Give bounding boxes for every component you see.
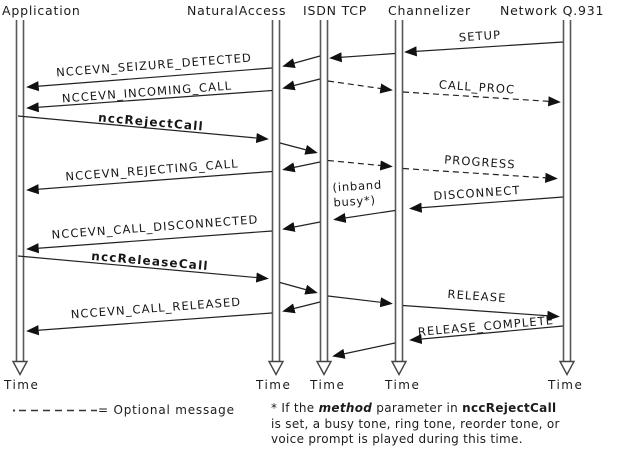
arrow-incoming-relay (282, 78, 321, 91)
arrow-disconnect-relay (333, 209, 396, 223)
arrow-ncc-release-call (17, 255, 269, 283)
participant-isdn-tcp: ISDN TCP (303, 3, 368, 18)
arrow-release-complete (409, 325, 564, 345)
arrow-release-relay2 (327, 295, 393, 308)
time-arrowheads (11, 360, 576, 376)
time-label-isdn-tcp: Time (310, 378, 346, 392)
arrow-rejecting-call (26, 170, 273, 195)
legend-dot-icon (12, 409, 16, 412)
footnote-ncc-reject-call: nccRejectCall (462, 401, 557, 415)
participant-channelizer: Channelizer (388, 3, 471, 18)
arrow-release (402, 304, 560, 321)
time-label-application: Time (4, 378, 40, 392)
arrow-release-relay (279, 281, 318, 295)
arrow-call-released (26, 312, 273, 336)
legend-optional-message: = Optional message (98, 403, 235, 417)
footnote-text: parameter in (372, 401, 463, 415)
arrow-setup (404, 41, 564, 57)
time-arrowhead-icon (11, 360, 29, 376)
arrow-call-disconnected (26, 230, 273, 254)
message-arrows (17, 41, 564, 359)
footnote-line2: is set, a busy tone, ring tone, reorder … (271, 416, 560, 431)
arrow-call-proc (402, 91, 561, 107)
arrow-released-relay (282, 301, 321, 314)
time-arrowhead-icon (267, 360, 285, 376)
arrow-progress-relay (327, 159, 393, 171)
time-arrowhead-icon (315, 360, 333, 376)
inband-busy-note-line2: busy*) (333, 192, 377, 210)
footnote: * If the method parameter in nccRejectCa… (271, 401, 621, 448)
participant-network-q931: Network Q.931 (500, 3, 605, 18)
footnote-method-param: method (318, 401, 373, 415)
arrow-release-complete-relay (332, 342, 396, 359)
time-label-naturalaccess: Time (256, 378, 292, 392)
legend-dash-sample (12, 409, 97, 412)
arrow-ncc-reject-call (17, 115, 269, 144)
arrow-incoming-call (26, 89, 273, 113)
arrow-rejecting-relay (282, 161, 321, 173)
arrow-progress (402, 167, 558, 183)
footnote-text: * If the (271, 401, 319, 415)
participant-naturalaccess: NaturalAccess (187, 3, 287, 18)
arrow-disconnected-relay (282, 221, 321, 232)
arrow-seizure-relay (282, 55, 321, 68)
footnote-line3: voice prompt is played during this time. (271, 432, 523, 446)
arrow-disconnect (409, 196, 564, 213)
arrow-seizure-detected (26, 67, 273, 92)
participant-application: Application (2, 3, 81, 18)
arrow-reject-relay (279, 142, 318, 155)
arrow-call-proc-relay (327, 80, 393, 94)
arrow-setup-relay (329, 52, 396, 63)
time-arrowhead-icon (390, 360, 408, 376)
time-label-channelizer: Time (385, 378, 421, 392)
lifelines (15, 20, 572, 362)
time-label-network-q931: Time (548, 378, 584, 392)
time-arrowhead-icon (558, 360, 576, 376)
inband-busy-note: (inband busy*) (332, 178, 383, 211)
footnote-line1: * If the method parameter in nccRejectCa… (271, 401, 621, 417)
